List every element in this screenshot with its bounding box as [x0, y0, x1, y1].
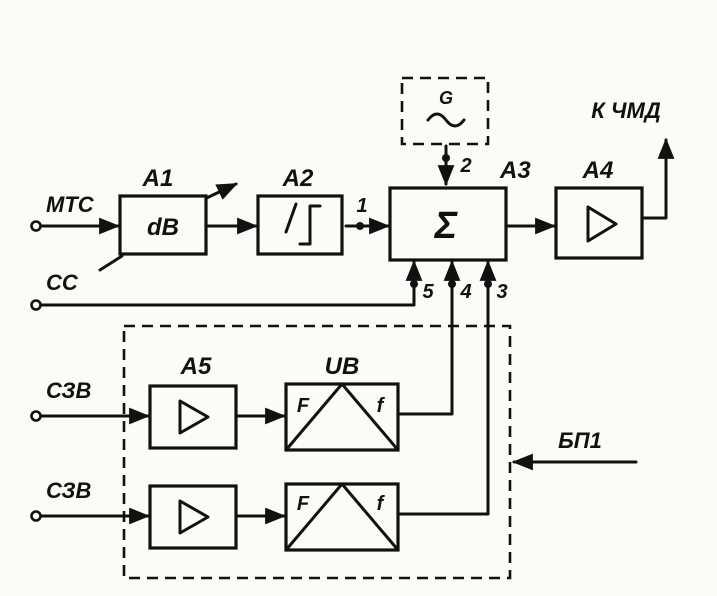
block-a3: Σ	[388, 186, 508, 262]
a1-label: А1	[142, 165, 174, 192]
amplifier-triangle-icon	[178, 499, 210, 535]
ub2-line	[396, 259, 497, 516]
ss-label: СС	[46, 270, 79, 295]
szv2-label: СЗВ	[46, 478, 91, 503]
output-line	[642, 137, 675, 220]
output-label: К ЧМД	[591, 98, 661, 123]
a2-label: А2	[282, 165, 314, 192]
amplifier-triangle-icon	[586, 205, 618, 243]
ub-line	[396, 259, 461, 416]
szv1-terminal	[30, 410, 42, 422]
gen-letter: G	[439, 88, 453, 108]
node-4-label: 4	[459, 281, 471, 303]
block-a1: dB	[118, 194, 208, 256]
block-a2	[256, 194, 344, 256]
converter-diagonal-icon	[284, 382, 400, 452]
node-1-dot	[356, 222, 364, 230]
node-1-label: 1	[356, 195, 367, 217]
ub-left-label: F	[297, 395, 310, 417]
node-2-label: 2	[459, 155, 471, 177]
block-amp2	[148, 484, 238, 550]
ub2-right-label: f	[377, 493, 386, 515]
sum-symbol: Σ	[434, 205, 459, 247]
limiter-step-icon	[298, 204, 322, 246]
a3-label: А3	[499, 157, 531, 184]
mts-label: МТС	[46, 192, 95, 217]
node-3-label: 3	[496, 281, 507, 303]
block-a5	[148, 384, 238, 450]
generator-glyph: G	[426, 88, 466, 128]
ub-right-label: f	[377, 395, 386, 417]
node-5-dot	[410, 280, 418, 288]
cc-control-line	[98, 254, 124, 272]
szv1-label: СЗВ	[46, 378, 91, 403]
ub-label: UB	[325, 353, 360, 380]
node-4-dot	[448, 280, 456, 288]
power-label: БП1	[558, 428, 602, 453]
node-3-dot	[484, 280, 492, 288]
ss-terminal	[30, 299, 42, 311]
block-a4	[554, 186, 644, 260]
generator-box	[400, 76, 490, 146]
sine-wave-icon	[426, 112, 466, 128]
szv2-terminal	[30, 510, 42, 522]
mts-terminal	[30, 220, 42, 232]
block-ub2: F f	[284, 482, 400, 552]
dashed-enclosure	[122, 324, 512, 580]
ss-line	[38, 259, 423, 307]
a5-label: А5	[180, 353, 212, 380]
ub2-left-label: F	[297, 493, 310, 515]
connection-lines	[38, 137, 675, 525]
node-5-label: 5	[422, 281, 434, 303]
converter-diagonal-icon	[284, 482, 400, 552]
limiter-slope-icon	[284, 202, 298, 234]
block-ub: F f	[284, 382, 400, 452]
amplifier-triangle-icon	[178, 399, 210, 435]
a4-label: А4	[582, 157, 614, 184]
node-2-dot	[442, 154, 450, 162]
a1-inner-label: dB	[147, 214, 179, 241]
